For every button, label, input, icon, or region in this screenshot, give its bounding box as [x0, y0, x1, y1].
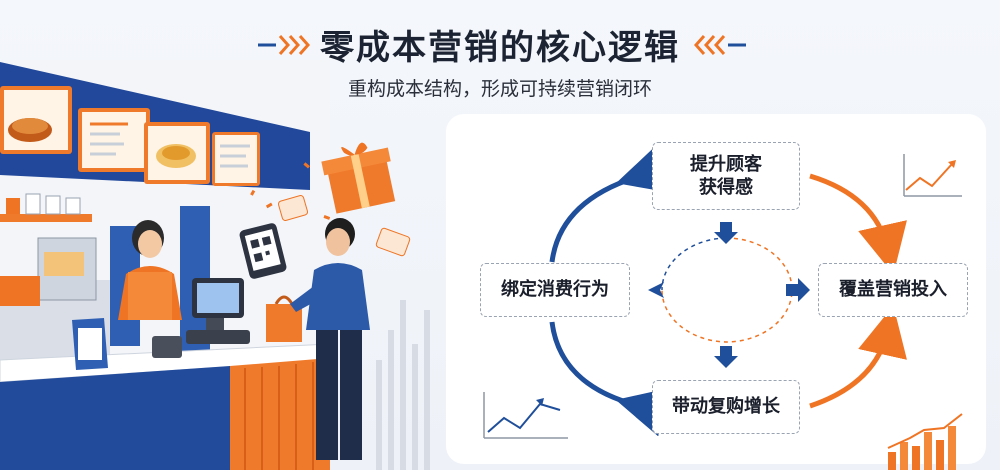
trend-chart-icon-bottom-left [483, 392, 568, 439]
trend-chart-icon-top-right [903, 154, 962, 197]
node-bind-consumption: 绑定消费行为 [480, 263, 630, 317]
header: 零成本营销的核心逻辑 重构成本结构，形成可持续营销闭环 [0, 0, 1000, 110]
growth-chart-icon [887, 413, 963, 470]
menu-board-icon [78, 108, 150, 172]
node-label-bottom: 带动复购增长 [672, 396, 780, 418]
menu-board-icon [212, 132, 260, 186]
node-drive-repurchase: 带动复购增长 [652, 380, 800, 434]
cycle-arc-bottom-right [809, 305, 907, 409]
customer-figure [290, 218, 370, 460]
counter-orange-panel [230, 358, 330, 470]
page-subtitle: 重构成本结构，形成可持续营销闭环 [347, 78, 652, 100]
inner-cycle-blue [661, 237, 727, 291]
arrow-down-bottom [714, 346, 738, 368]
node-label-right: 覆盖营销投入 [839, 279, 947, 301]
node-label-top: 提升顾客 获得感 [690, 153, 762, 198]
staff-figure [118, 220, 182, 320]
menu-stand-icon [72, 318, 108, 370]
inner-cycle-orange [661, 237, 793, 343]
arrow-right [786, 278, 810, 302]
cycle-arc-bottom-left [549, 321, 671, 437]
cycle-arc-top-left [549, 144, 672, 263]
page-title: 零成本营销的核心逻辑 [320, 28, 680, 68]
coupon-icon [277, 195, 411, 257]
menu-board-icon [144, 122, 210, 184]
title-deco-right-icon [693, 35, 746, 55]
cycle-arc-top-right [809, 173, 907, 275]
title-deco-left-icon [258, 35, 311, 55]
menu-board-icon [0, 86, 72, 154]
pos-terminal-icon [152, 278, 250, 358]
sparkle-icon [250, 162, 331, 220]
node-label-left: 绑定消费行为 [501, 279, 609, 301]
arrow-down-top [714, 222, 738, 244]
background-bars [376, 300, 430, 470]
node-enhance-customer-gain: 提升顾客 获得感 [652, 142, 800, 210]
gift-box-icon [321, 142, 396, 214]
restaurant-illustration [0, 60, 430, 470]
node-cover-marketing-cost: 覆盖营销投入 [818, 263, 968, 317]
arrow-left [648, 282, 664, 298]
qr-code-phone-icon [239, 223, 287, 279]
